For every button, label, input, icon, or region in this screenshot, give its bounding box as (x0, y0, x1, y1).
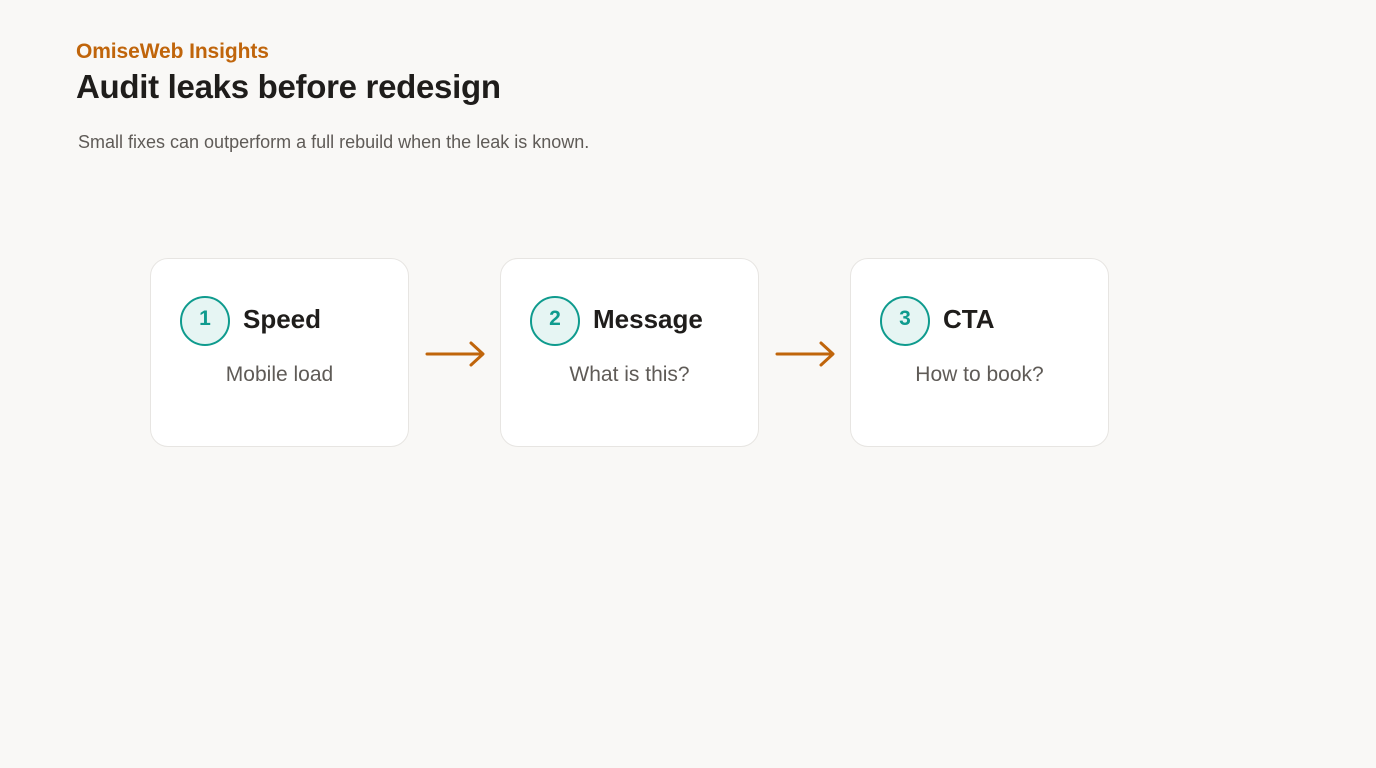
step-number-badge: 3 (880, 296, 930, 346)
page-title: Audit leaks before redesign (76, 68, 501, 105)
step-description: What is this? (569, 363, 690, 386)
step-title: Message (593, 304, 703, 334)
step-card-cta: 3 CTA How to book? (850, 258, 1109, 447)
step-title: CTA (943, 304, 995, 334)
page-subtitle: Small fixes can outperform a full rebuil… (78, 132, 590, 152)
brand-label: OmiseWeb Insights (76, 40, 269, 63)
step-description: How to book? (915, 363, 1044, 386)
arrow-right-icon (425, 341, 485, 367)
step-title: Speed (243, 304, 322, 334)
step-number-badge: 1 (180, 296, 230, 346)
arrow-right-icon (775, 341, 835, 367)
step-description: Mobile load (225, 363, 334, 386)
step-number-badge: 2 (530, 296, 580, 346)
step-card-message: 2 Message What is this? (500, 258, 759, 447)
step-card-speed: 1 Speed Mobile load (150, 258, 409, 447)
